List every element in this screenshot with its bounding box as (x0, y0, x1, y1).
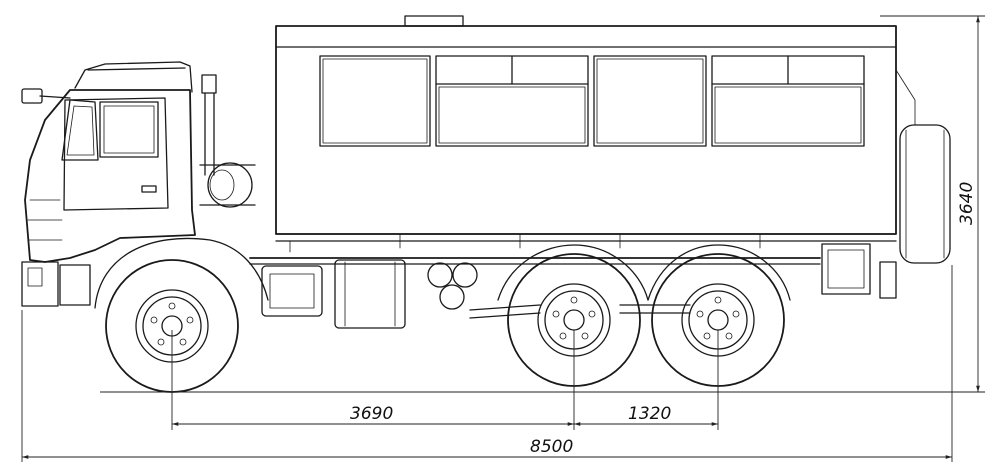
cab (21, 61, 256, 307)
van-windows (319, 55, 865, 147)
dimension-1320: 1320 (574, 404, 718, 426)
chassis (249, 243, 897, 329)
dimension-3690: 3690 (172, 404, 574, 426)
dimension-3640: 3640 (957, 16, 980, 392)
dimension-1320-label: 1320 (628, 404, 671, 424)
dimension-3690-label: 3690 (350, 404, 393, 424)
spare-wheel (895, 69, 951, 264)
dimension-3640-label: 3640 (957, 182, 977, 225)
dimension-8500: 8500 (22, 437, 952, 459)
dimension-extension-lines (21, 15, 985, 462)
fenders (94, 237, 791, 309)
van-body (275, 15, 897, 253)
dimension-8500-label: 8500 (530, 437, 573, 457)
